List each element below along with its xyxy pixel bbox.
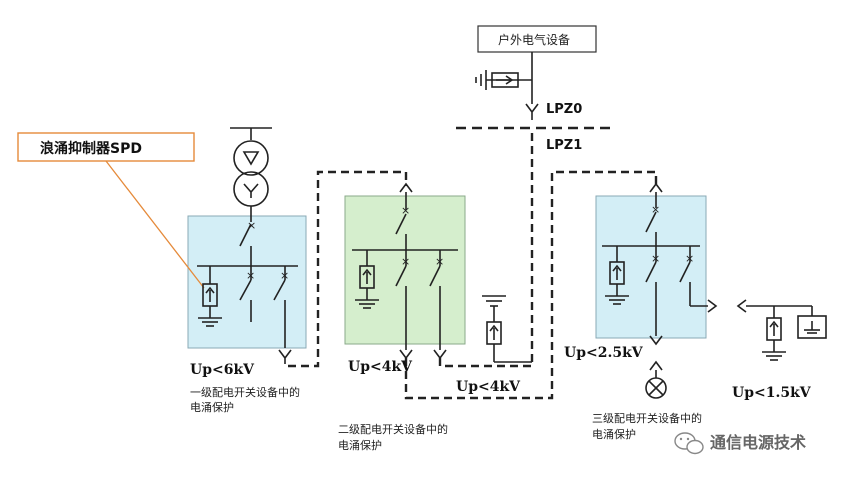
callout-line (105, 160, 205, 289)
svg-text:×: × (401, 204, 410, 217)
desc2-line2: 电涌保护 (338, 438, 382, 452)
lpz1-label: LPZ1 (546, 138, 582, 153)
level3-internals: × × × (602, 182, 718, 346)
outdoor-equipment-box (477, 25, 597, 53)
outdoor-equipment-label: 户外电气设备 (498, 32, 570, 47)
desc3-line1: 三级配电开关设备中的 (592, 411, 702, 425)
up-label-spd: Up<4kV (456, 379, 521, 395)
desc2-line1: 二级配电开关设备中的 (338, 422, 448, 436)
up-label-level2: Up<4kV (348, 359, 413, 375)
spd-arrester-icon (482, 295, 532, 363)
up-label-level1: Up<6kV (190, 362, 255, 378)
level2-panel (344, 195, 466, 345)
lpz0-label: LPZ0 (546, 102, 582, 117)
cable-l2-to-spd (438, 128, 534, 368)
desc3-line2: 电涌保护 (592, 427, 636, 441)
cable-l1-l2 (288, 170, 408, 368)
level2-internals: × × × (352, 182, 458, 360)
level3-panel (595, 195, 707, 339)
svg-text:×: × (651, 203, 660, 216)
wechat-icon (674, 432, 704, 455)
level1-panel (187, 215, 307, 349)
spd-label: 浪涌抑制器SPD (40, 140, 142, 157)
transformer-icon (230, 127, 272, 222)
up-label-level3: Up<2.5kV (564, 345, 644, 361)
desc1-line1: 一级配电开关设备中的 (190, 385, 300, 399)
watermark-text: 通信电源技术 (710, 433, 806, 452)
cable-l2-bottom (404, 170, 658, 400)
desc1-line2: 电涌保护 (190, 400, 234, 414)
spd-label-box (17, 132, 195, 162)
socket-icon (797, 315, 827, 339)
level1-internals: × × × (197, 219, 298, 364)
up-label-terminal: Up<1.5kV (732, 385, 812, 401)
right-branch (736, 299, 813, 361)
svg-text:×: × (247, 219, 256, 232)
outdoor-feed (475, 52, 539, 120)
lamp-icon (645, 360, 667, 399)
